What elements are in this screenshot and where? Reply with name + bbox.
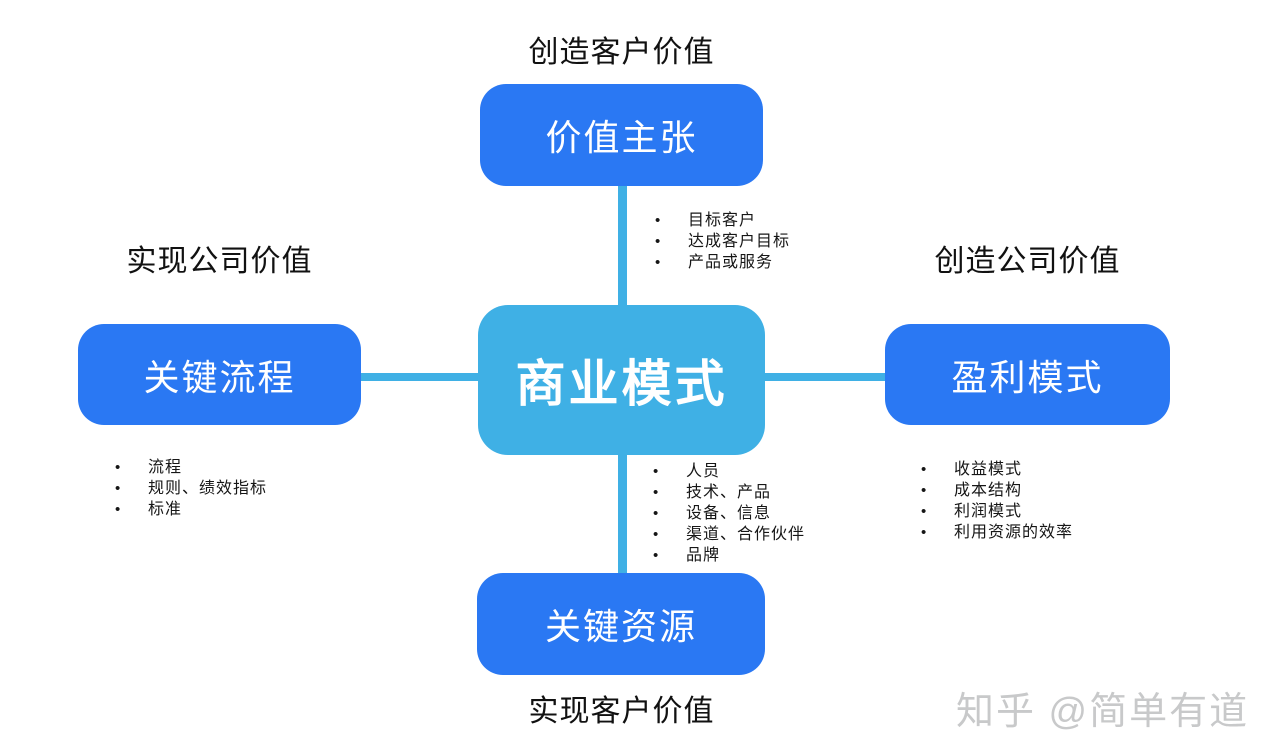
bullet-icon: •: [921, 461, 927, 478]
node-key-processes: 关键流程: [78, 324, 361, 425]
bullet-icon: •: [921, 503, 927, 520]
list-item-text: 规则、绩效指标: [148, 480, 268, 497]
label-create-customer-value: 创造客户价值: [528, 36, 715, 69]
label-realize-customer-value: 实现客户价值: [528, 695, 715, 728]
list-item-text: 技术、产品: [686, 484, 772, 501]
list-key-processes: • 流程 • 规则、绩效指标 • 标准: [112, 457, 267, 520]
list-item: • 流程: [112, 457, 267, 478]
list-item-text: 人员: [686, 463, 721, 480]
bullet-icon: •: [921, 524, 927, 541]
list-item-text: 利用资源的效率: [954, 524, 1074, 541]
list-item-text: 产品或服务: [688, 254, 774, 271]
node-value-proposition-label: 价值主张: [545, 117, 698, 158]
label-create-company-value: 创造公司价值: [934, 245, 1121, 278]
list-item-text: 品牌: [686, 547, 721, 564]
list-item-text: 目标客户: [688, 212, 757, 229]
list-item-text: 流程: [148, 459, 183, 476]
list-item: • 渠道、合作伙伴: [650, 524, 805, 545]
list-item: • 达成客户目标: [652, 231, 790, 252]
list-profit-model: • 收益模式 • 成本结构 • 利润模式 • 利用资源的效率: [918, 459, 1073, 543]
bullet-icon: •: [921, 482, 927, 499]
list-item: • 利润模式: [918, 501, 1073, 522]
bullet-icon: •: [653, 463, 659, 480]
list-item-text: 利润模式: [954, 503, 1023, 520]
list-value-proposition: • 目标客户 • 达成客户目标 • 产品或服务: [652, 210, 790, 273]
list-item: • 目标客户: [652, 210, 790, 231]
bullet-icon: •: [655, 212, 661, 229]
bullet-icon: •: [655, 233, 661, 250]
connector-top-vertical: [618, 186, 627, 310]
list-item: • 人员: [650, 461, 805, 482]
connector-right-horizontal: [763, 373, 887, 381]
bullet-icon: •: [115, 501, 121, 518]
bullet-icon: •: [115, 459, 121, 476]
list-item-text: 收益模式: [954, 461, 1023, 478]
connector-bottom-vertical: [618, 453, 627, 578]
list-item-text: 标准: [148, 501, 183, 518]
bullet-icon: •: [653, 505, 659, 522]
bullet-icon: •: [653, 484, 659, 501]
node-business-model-label: 商业模式: [515, 356, 728, 412]
list-item: • 产品或服务: [652, 252, 790, 273]
list-item: • 收益模式: [918, 459, 1073, 480]
list-item: • 设备、信息: [650, 503, 805, 524]
list-item: • 规则、绩效指标: [112, 478, 267, 499]
node-key-resources-label: 关键资源: [544, 606, 697, 647]
node-key-processes-label: 关键流程: [143, 356, 296, 398]
list-item: • 成本结构: [918, 480, 1073, 501]
list-item: • 品牌: [650, 545, 805, 566]
list-item: • 利用资源的效率: [918, 522, 1073, 543]
list-item: • 技术、产品: [650, 482, 805, 503]
node-business-model: 商业模式: [478, 305, 765, 455]
node-profit-model: 盈利模式: [885, 324, 1170, 425]
node-value-proposition: 价值主张: [480, 84, 763, 186]
bullet-icon: •: [655, 254, 661, 271]
list-key-resources: • 人员 • 技术、产品 • 设备、信息 • 渠道、合作伙伴 • 品牌: [650, 461, 805, 566]
list-item: • 标准: [112, 499, 267, 520]
connector-left-horizontal: [359, 373, 482, 381]
bullet-icon: •: [653, 526, 659, 543]
node-key-resources: 关键资源: [477, 573, 765, 675]
list-item-text: 成本结构: [954, 482, 1023, 499]
watermark-zhihu: 知乎 @简单有道: [956, 691, 1250, 733]
list-item-text: 达成客户目标: [688, 233, 791, 250]
bullet-icon: •: [653, 547, 659, 564]
label-realize-company-value: 实现公司价值: [126, 245, 313, 278]
list-item-text: 设备、信息: [686, 505, 772, 522]
list-item-text: 渠道、合作伙伴: [686, 526, 806, 543]
node-profit-model-label: 盈利模式: [951, 356, 1104, 398]
bullet-icon: •: [115, 480, 121, 497]
